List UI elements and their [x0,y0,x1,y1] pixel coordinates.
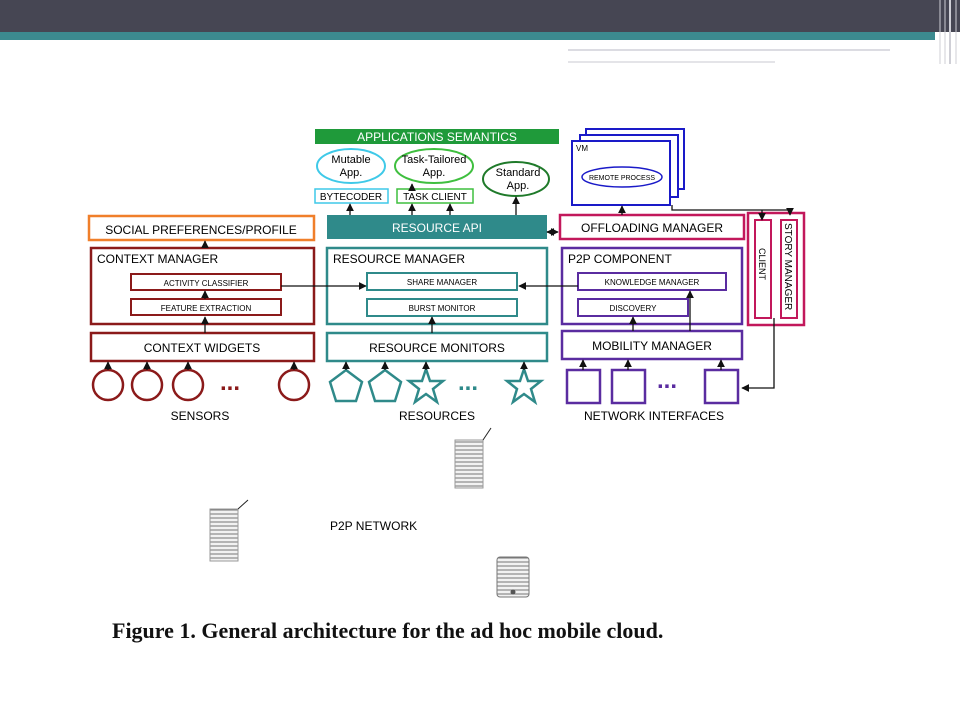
slide-title-bar [0,0,960,32]
discovery-label: DISCOVERY [610,304,658,313]
bytecoder-label: BYTECODER [320,192,382,203]
p2p-component-label: P2P COMPONENT [568,252,672,266]
feature-extraction-label: FEATURE EXTRACTION [161,304,252,313]
figure-caption: Figure 1. General architecture for the a… [112,618,664,643]
applications-semantics-bar [315,129,559,144]
social-preferences-label: SOCIAL PREFERENCES/PROFILE [105,223,297,237]
mutable-app-ellipse [316,148,386,184]
task-client-box [396,188,474,204]
sensors-ellipsis: ... [220,369,240,396]
mobility-manager-label: MOBILITY MANAGER [592,339,712,353]
resource-monitors-box [325,331,549,363]
discovery-box [577,298,689,317]
mobility-manager-box [560,329,744,361]
sensor-circle [91,368,125,402]
network-interfaces-label: NETWORK INTERFACES [584,409,724,423]
task-tailored-app-label-line1: Task-Tailored [402,154,467,166]
slide-corner-decoration [939,0,957,64]
resource-manager-label: RESOURCE MANAGER [333,252,465,266]
task-tailored-app-ellipse [394,148,474,184]
feature-extraction-box [130,298,282,316]
client-label: CLIENT [757,248,767,281]
resource-monitors-label: RESOURCE MONITORS [369,341,505,355]
slide-underline-decoration [568,49,890,63]
context-widgets-label: CONTEXT WIDGETS [144,341,260,355]
story-manager-box [780,219,798,319]
share-manager-label: SHARE MANAGER [407,278,477,287]
slide-accent-bar [0,32,935,40]
server-icon [454,427,492,489]
resource-api-bar [327,215,547,239]
standard-app-ellipse [482,161,550,197]
applications-semantics-label: APPLICATIONS SEMANTICS [357,130,517,144]
sensor-circle [277,368,311,402]
burst-monitor-box [366,298,518,317]
share-manager-box [366,272,518,291]
remote-process-label: REMOTE PROCESS [589,175,655,182]
network-interfaces-ellipsis: ... [657,367,677,394]
network-interface-square [703,368,740,405]
resource-api-label: RESOURCE API [392,221,482,235]
standard-app-label-line2: App. [507,180,530,192]
vm-label: VM [576,144,588,153]
network-interface-square [610,368,647,405]
knowledge-manager-label: KNOWLEDGE MANAGER [605,278,700,287]
activity-classifier-box [130,273,282,291]
story-manager-label: STORY MANAGER [782,223,793,310]
task-tailored-app-label-line2: App. [423,167,446,179]
burst-monitor-label: BURST MONITOR [409,304,476,313]
resource-pentagon [328,368,364,403]
mutable-app-label-line2: App. [340,167,363,179]
resource-star [405,365,447,406]
remote-process-ellipse [581,166,663,188]
network-interface-square [565,368,602,405]
server-icon [209,499,249,562]
mutable-app-label-line1: Mutable [331,154,370,166]
offloading-manager-box [558,213,746,241]
context-manager-label: CONTEXT MANAGER [97,252,218,266]
p2p-network-label: P2P NETWORK [330,519,417,533]
resources-label: RESOURCES [399,409,475,423]
connector-arrows [104,183,794,392]
offloading-manager-label: OFFLOADING MANAGER [581,221,723,235]
standard-app-label-line1: Standard [496,167,541,179]
sensors-label: SENSORS [171,409,230,423]
context-widgets-box [89,331,316,363]
sensor-circle [171,368,205,402]
resource-pentagon [367,368,403,403]
knowledge-manager-box [577,272,727,291]
resource-star [503,365,545,406]
activity-classifier-label: ACTIVITY CLASSIFIER [164,279,249,288]
task-client-label: TASK CLIENT [403,192,467,203]
bytecoder-box [314,188,389,204]
tablet-icon [496,556,530,598]
social-preferences-box [87,214,316,242]
resources-ellipsis: ... [458,369,478,396]
sensor-circle [130,368,164,402]
